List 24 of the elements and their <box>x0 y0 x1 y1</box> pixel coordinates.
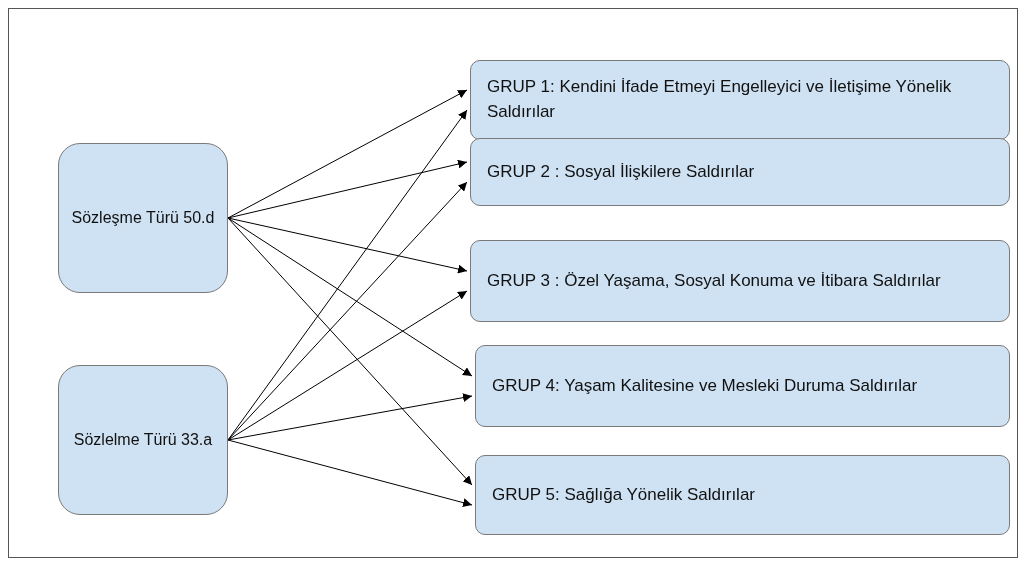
process-box <box>475 455 1010 535</box>
process-box <box>58 365 228 515</box>
arrow <box>227 439 473 508</box>
box-label: Sözlelme Türü 33.a <box>73 430 213 451</box>
process-box <box>470 60 1010 140</box>
arrow <box>227 217 473 377</box>
process-box <box>58 143 228 293</box>
process-box <box>475 345 1010 427</box>
arrow <box>227 109 468 441</box>
box-label: GRUP 1: Kendini İfade Etmeyi Engelleyici ve İletişime Yönelik Saldırılar <box>487 76 953 123</box>
box-label: GRUP 3 : Özel Yaşama, Sosyal Konuma ve İtibara Saldırılar <box>487 269 941 292</box>
arrow <box>227 290 468 441</box>
arrow <box>227 217 468 274</box>
box-label: GRUP 2 : Sosyal İlişkilere Saldırılar <box>487 160 755 183</box>
box-label: Sözleşme Türü 50.d <box>71 208 215 229</box>
box-label: GRUP 5: Sağlığa Yönelik Saldırılar <box>492 483 755 506</box>
arrow <box>227 181 468 441</box>
arrow <box>227 393 473 441</box>
process-box <box>470 138 1010 206</box>
arrow <box>227 159 468 219</box>
arrow <box>227 89 468 219</box>
box-label: GRUP 4: Yaşam Kalitesine ve Mesleki Duruma Saldırılar <box>492 374 918 397</box>
arrow <box>227 217 473 486</box>
process-box <box>470 240 1010 322</box>
